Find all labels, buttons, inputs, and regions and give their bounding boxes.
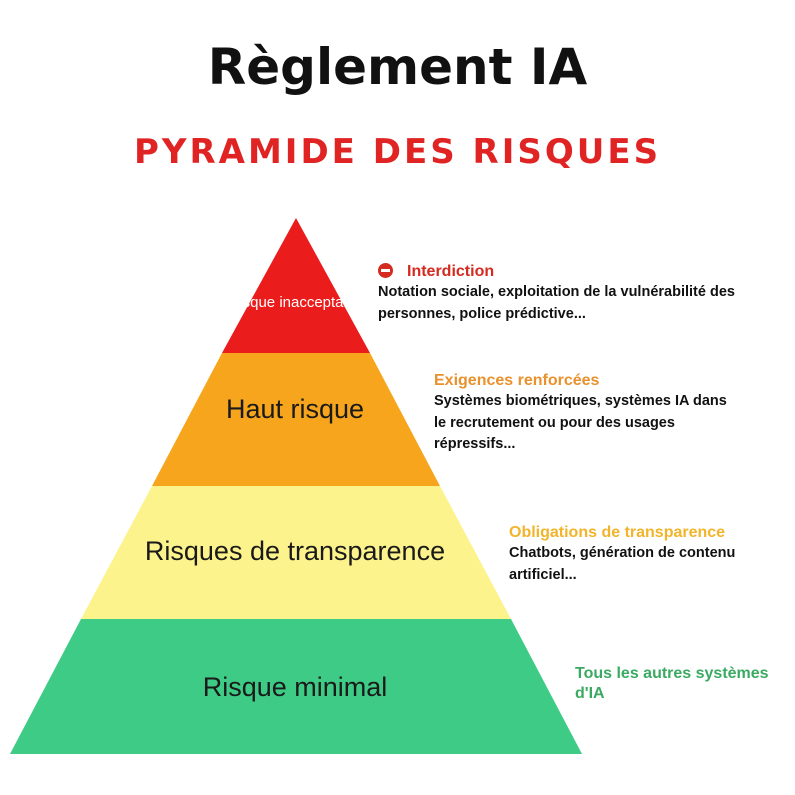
note-description: Systèmes biométriques, systèmes IA dans … bbox=[434, 393, 727, 452]
tier-label-transparency: Risques de transparence bbox=[144, 536, 446, 566]
note-reinforced-requirements: Exigences renforcées Systèmes biométriqu… bbox=[434, 371, 734, 456]
note-description: Chatbots, génération de contenu artifici… bbox=[509, 545, 736, 583]
note-heading: Obligations de transparence bbox=[509, 524, 726, 541]
tier-unacceptable-risk bbox=[222, 218, 370, 353]
tier-high-risk bbox=[152, 353, 440, 486]
note-heading: Exigences renforcées bbox=[434, 372, 600, 389]
tier-label-high: Haut risque bbox=[225, 394, 365, 424]
tier-minimal-risk bbox=[10, 619, 582, 754]
note-description: Notation sociale, exploitation de la vul… bbox=[378, 284, 735, 322]
note-prohibition: Interdiction Notation sociale, exploitat… bbox=[378, 262, 778, 325]
note-transparency-obligations: Obligations de transparence Chatbots, gé… bbox=[509, 523, 779, 586]
tier-transparency-risk bbox=[81, 486, 511, 619]
page-title: Règlement IA bbox=[207, 38, 588, 96]
tier-label-minimal: Risque minimal bbox=[202, 672, 388, 702]
page-subtitle: PYRAMIDE DES RISQUES bbox=[133, 132, 662, 172]
tier-label-unacceptable: Risque inacceptable bbox=[228, 294, 364, 311]
note-heading: Tous les autres systèmes d'IA bbox=[575, 665, 769, 702]
stop-icon bbox=[378, 263, 393, 278]
note-heading-text: Interdiction bbox=[407, 263, 495, 280]
note-other-systems: Tous les autres systèmes d'IA bbox=[575, 664, 775, 704]
note-heading: Interdiction bbox=[378, 262, 778, 282]
